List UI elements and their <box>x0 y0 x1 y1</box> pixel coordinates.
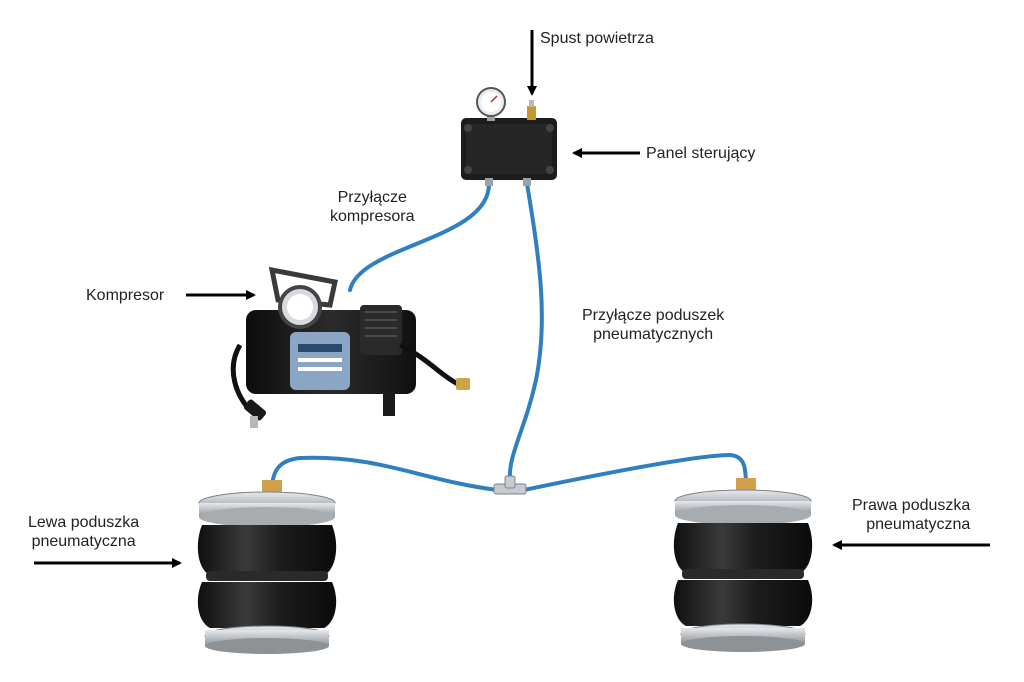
right-airbag-device <box>673 478 813 652</box>
compressor-device <box>230 266 470 428</box>
control-panel-device <box>461 87 557 186</box>
airbag-connection-label-line1: Przyłącze poduszek <box>582 307 725 324</box>
left-airbag-label: Lewa poduszka pneumatyczna <box>28 513 139 551</box>
left-airbag-label-line2: pneumatyczna <box>31 533 136 550</box>
t-connector <box>493 475 527 495</box>
air-release-label: Spust powietrza <box>540 30 654 47</box>
right-airbag-label-line2: pneumatyczna <box>866 516 971 533</box>
compressor-connection-label: Przyłącze kompresora <box>330 188 414 226</box>
compressor-hose <box>348 182 491 292</box>
right-airbag-label-line1: Prawa poduszka <box>852 497 971 514</box>
control-panel-label: Panel sterujący <box>646 145 756 162</box>
left-airbag-device <box>197 480 337 654</box>
hoses <box>270 182 748 492</box>
airbag-connection-label: Przyłącze poduszek pneumatycznych <box>582 306 724 344</box>
compressor-connection-label-line1: Przyłącze <box>337 189 407 206</box>
right-airbag-label: Prawa poduszka pneumatyczna <box>852 496 970 534</box>
compressor-label: Kompresor <box>86 287 165 304</box>
left-airbag-label-line1: Lewa poduszka <box>28 514 140 531</box>
pointer-arrows <box>34 30 990 568</box>
main-airbag-hose <box>507 182 544 482</box>
right-airbag-hose <box>522 453 748 492</box>
airbag-connection-label-line2: pneumatycznych <box>593 326 714 343</box>
compressor-connection-label-line2: kompresora <box>330 208 415 225</box>
left-airbag-hose <box>270 455 499 492</box>
